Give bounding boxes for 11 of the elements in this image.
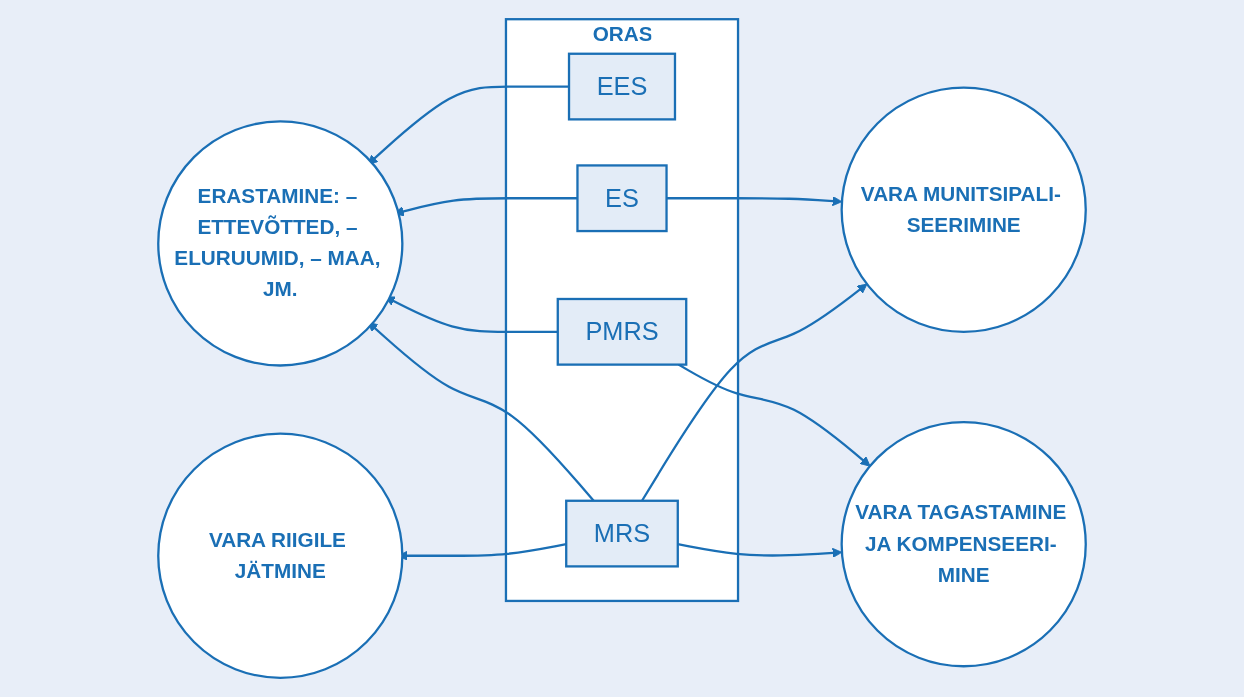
node-box: MRS [565,499,679,568]
node-circle: VARA TAGASTAMINE JA KOMPENSEERI- MINE [840,421,1087,668]
node-box: ES [576,164,668,233]
node-circle: VARA RIIGILE JÄTMINE [157,432,404,679]
arrow [666,196,843,207]
node-circle: ERASTAMINE: – ETTEVÕTTED, – ELURUUMID, – MAA, JM. [157,120,404,367]
node-circle: VARA MUNITSIPALI- SEERIMINE [840,86,1087,333]
node-box: PMRS [556,297,688,366]
node-box: EES [567,52,677,121]
arrow [367,85,569,165]
arrow [677,543,843,558]
